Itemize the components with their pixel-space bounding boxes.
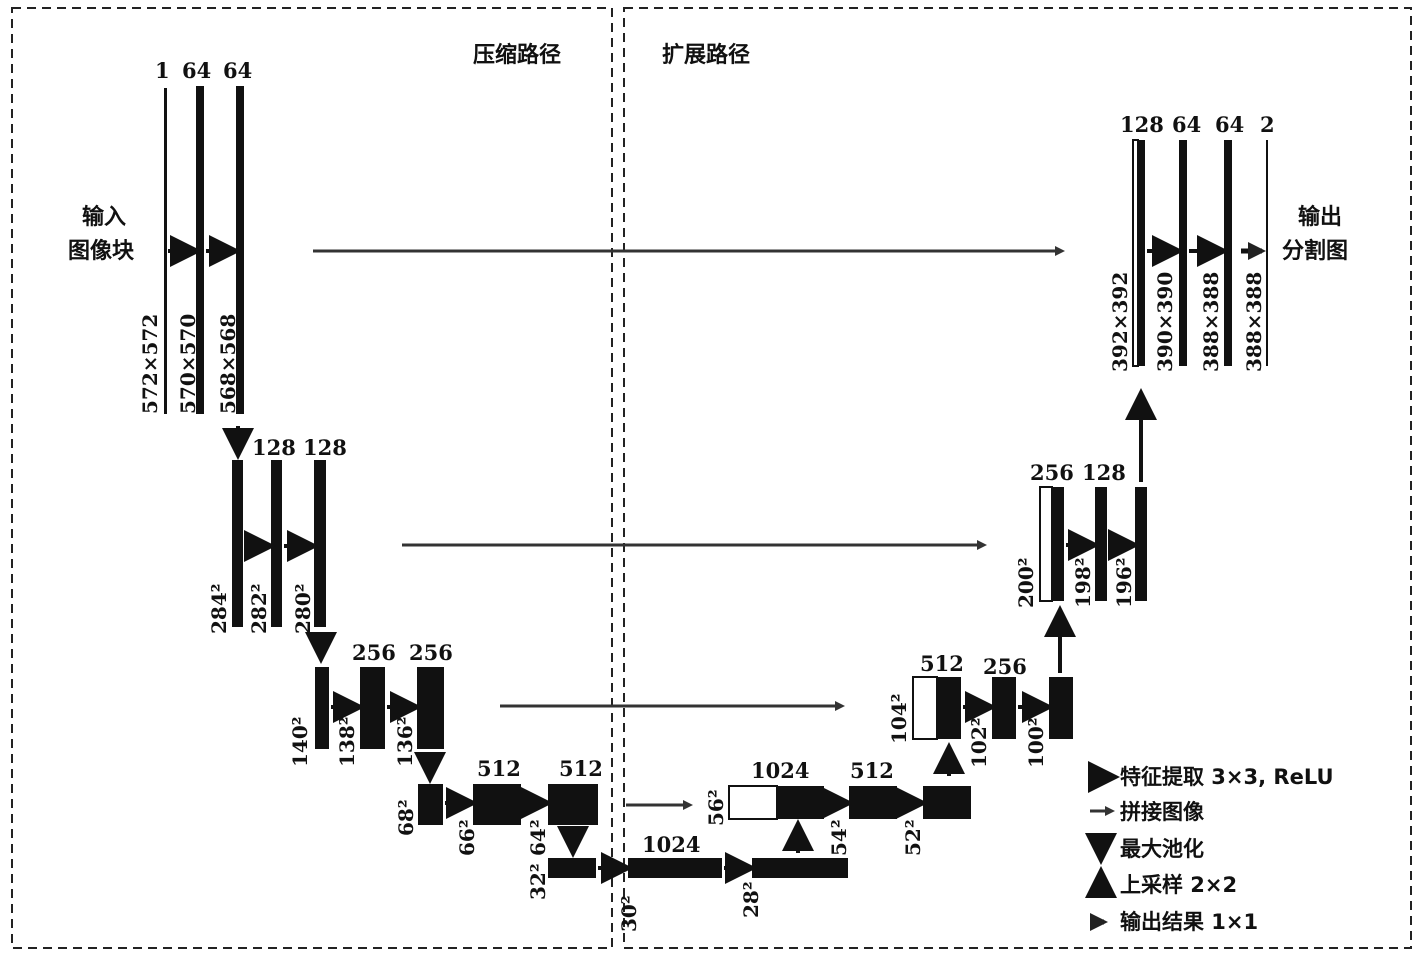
r3-size-3: 100² xyxy=(1024,717,1048,768)
feature-map-r4-b xyxy=(849,786,897,819)
feature-map-l1-a-bottom xyxy=(196,302,204,414)
l4-ch-1: 512 xyxy=(477,756,521,781)
feature-map-l5-b xyxy=(628,858,722,878)
feature-map-l2-b xyxy=(271,460,282,627)
feature-map-r2-copy xyxy=(1039,486,1053,602)
l1-size-1: 572×572 xyxy=(138,314,162,414)
l2-ch-2: 128 xyxy=(303,435,347,460)
feature-map-r2-b xyxy=(1095,487,1107,601)
feature-map-r1-up xyxy=(1139,140,1145,366)
expanding-path-label: 扩展路径 xyxy=(662,42,750,68)
contracting-path-label: 压缩路径 xyxy=(473,42,561,68)
r3-size-1: 104² xyxy=(887,693,911,744)
l5-ch: 1024 xyxy=(642,832,700,857)
l3-ch-1: 256 xyxy=(352,640,396,665)
feature-map-l4-c xyxy=(548,784,598,825)
r1-ch-3: 64 xyxy=(1215,112,1244,137)
feature-map-l4-b xyxy=(473,784,521,825)
feature-map-r3-up xyxy=(937,677,961,739)
r4-size-2: 54² xyxy=(827,819,851,856)
feature-map-r1-copy xyxy=(1132,139,1139,367)
r1-size-4: 388×388 xyxy=(1242,272,1266,372)
l1-ch-2: 64 xyxy=(182,58,211,83)
feature-map-l3-b xyxy=(360,667,385,749)
legend-item-maxpool: 最大池化 xyxy=(1120,837,1204,861)
feature-map-r1-output xyxy=(1266,140,1268,366)
r1-size-1: 392×392 xyxy=(1108,272,1132,372)
feature-map-r3-c xyxy=(1049,677,1073,739)
feature-map-l1-a-top xyxy=(196,86,204,302)
l3-size-3: 136² xyxy=(393,716,417,767)
feature-map-l2-c xyxy=(314,460,326,627)
feature-map-r1-b xyxy=(1179,140,1187,366)
l4-size-3: 64² xyxy=(526,819,550,856)
feature-map-r3-copy xyxy=(912,676,938,740)
l4-ch-2: 512 xyxy=(559,756,603,781)
l3-ch-2: 256 xyxy=(409,640,453,665)
l2-size-1: 284² xyxy=(207,583,231,634)
r1-size-3: 388×388 xyxy=(1199,272,1223,372)
l3-size-2: 138² xyxy=(335,716,359,767)
feature-map-r2-c xyxy=(1135,487,1147,601)
r2-size-1: 200² xyxy=(1014,557,1038,608)
legend-item-output: 输出结果 1×1 xyxy=(1120,910,1258,934)
r4-size-1: 56² xyxy=(704,789,728,826)
l5-size-3: 28² xyxy=(739,881,763,918)
feature-map-r1-c xyxy=(1224,140,1232,366)
l1-size-2: 570×570 xyxy=(176,314,200,414)
r3-ch-2: 256 xyxy=(983,654,1027,679)
l5-size-2: 30² xyxy=(617,895,641,932)
expanding-frame xyxy=(623,7,1412,949)
feature-map-l3-a xyxy=(315,667,329,749)
feature-map-r3-b xyxy=(992,677,1016,739)
feature-map-l4-a xyxy=(418,784,443,825)
r2-size-3: 196² xyxy=(1112,557,1136,608)
feature-map-l1-input xyxy=(164,88,167,414)
output-label-2: 分割图 xyxy=(1282,238,1348,264)
r3-ch-1: 512 xyxy=(920,651,964,676)
feature-map-r4-c xyxy=(923,786,971,819)
l1-size-3: 568×568 xyxy=(216,314,240,414)
feature-map-r2-up xyxy=(1052,487,1064,601)
l2-size-3: 280² xyxy=(291,583,315,634)
r2-ch-2: 128 xyxy=(1082,460,1126,485)
r3-size-2: 102² xyxy=(967,717,991,768)
r1-ch-1: 128 xyxy=(1120,112,1164,137)
input-label-2: 图像块 xyxy=(68,238,135,264)
feature-map-r4-copy xyxy=(728,785,778,820)
legend-item-conv: 特征提取 3×3, ReLU xyxy=(1120,765,1334,789)
l2-ch-1: 128 xyxy=(252,435,296,460)
feature-map-r4-up xyxy=(777,786,824,819)
l4-size-1: 68² xyxy=(394,799,418,836)
l5-size-1: 32² xyxy=(526,863,550,900)
legend: 特征提取 3×3, ReLU 拼接图像 最大池化 上采样 2×2 输出结果 1×… xyxy=(1085,761,1334,934)
contracting-frame xyxy=(11,7,613,949)
l2-size-2: 282² xyxy=(247,583,271,634)
feature-map-l5-c xyxy=(752,858,848,878)
feature-map-l3-c xyxy=(417,667,444,749)
r2-ch-1: 256 xyxy=(1030,460,1074,485)
feature-map-l2-a xyxy=(232,460,243,627)
r2-size-2: 198² xyxy=(1071,557,1095,608)
r1-ch-2: 64 xyxy=(1172,112,1201,137)
l4-size-2: 66² xyxy=(455,819,479,856)
r1-size-2: 390×390 xyxy=(1153,272,1177,372)
r4-size-3: 52² xyxy=(901,819,925,856)
l1-ch-1: 1 xyxy=(155,58,170,83)
l1-ch-3: 64 xyxy=(223,58,252,83)
feature-map-l5-a xyxy=(548,858,596,878)
r4-ch-1: 1024 xyxy=(751,758,809,783)
r1-ch-4: 2 xyxy=(1260,112,1275,137)
input-label-1: 输入 xyxy=(82,204,126,230)
r4-ch-2: 512 xyxy=(850,758,894,783)
legend-item-concat: 拼接图像 xyxy=(1120,800,1205,824)
output-label-1: 输出 xyxy=(1298,204,1342,230)
legend-item-upsample: 上采样 2×2 xyxy=(1120,873,1237,897)
l3-size-1: 140² xyxy=(288,716,312,767)
